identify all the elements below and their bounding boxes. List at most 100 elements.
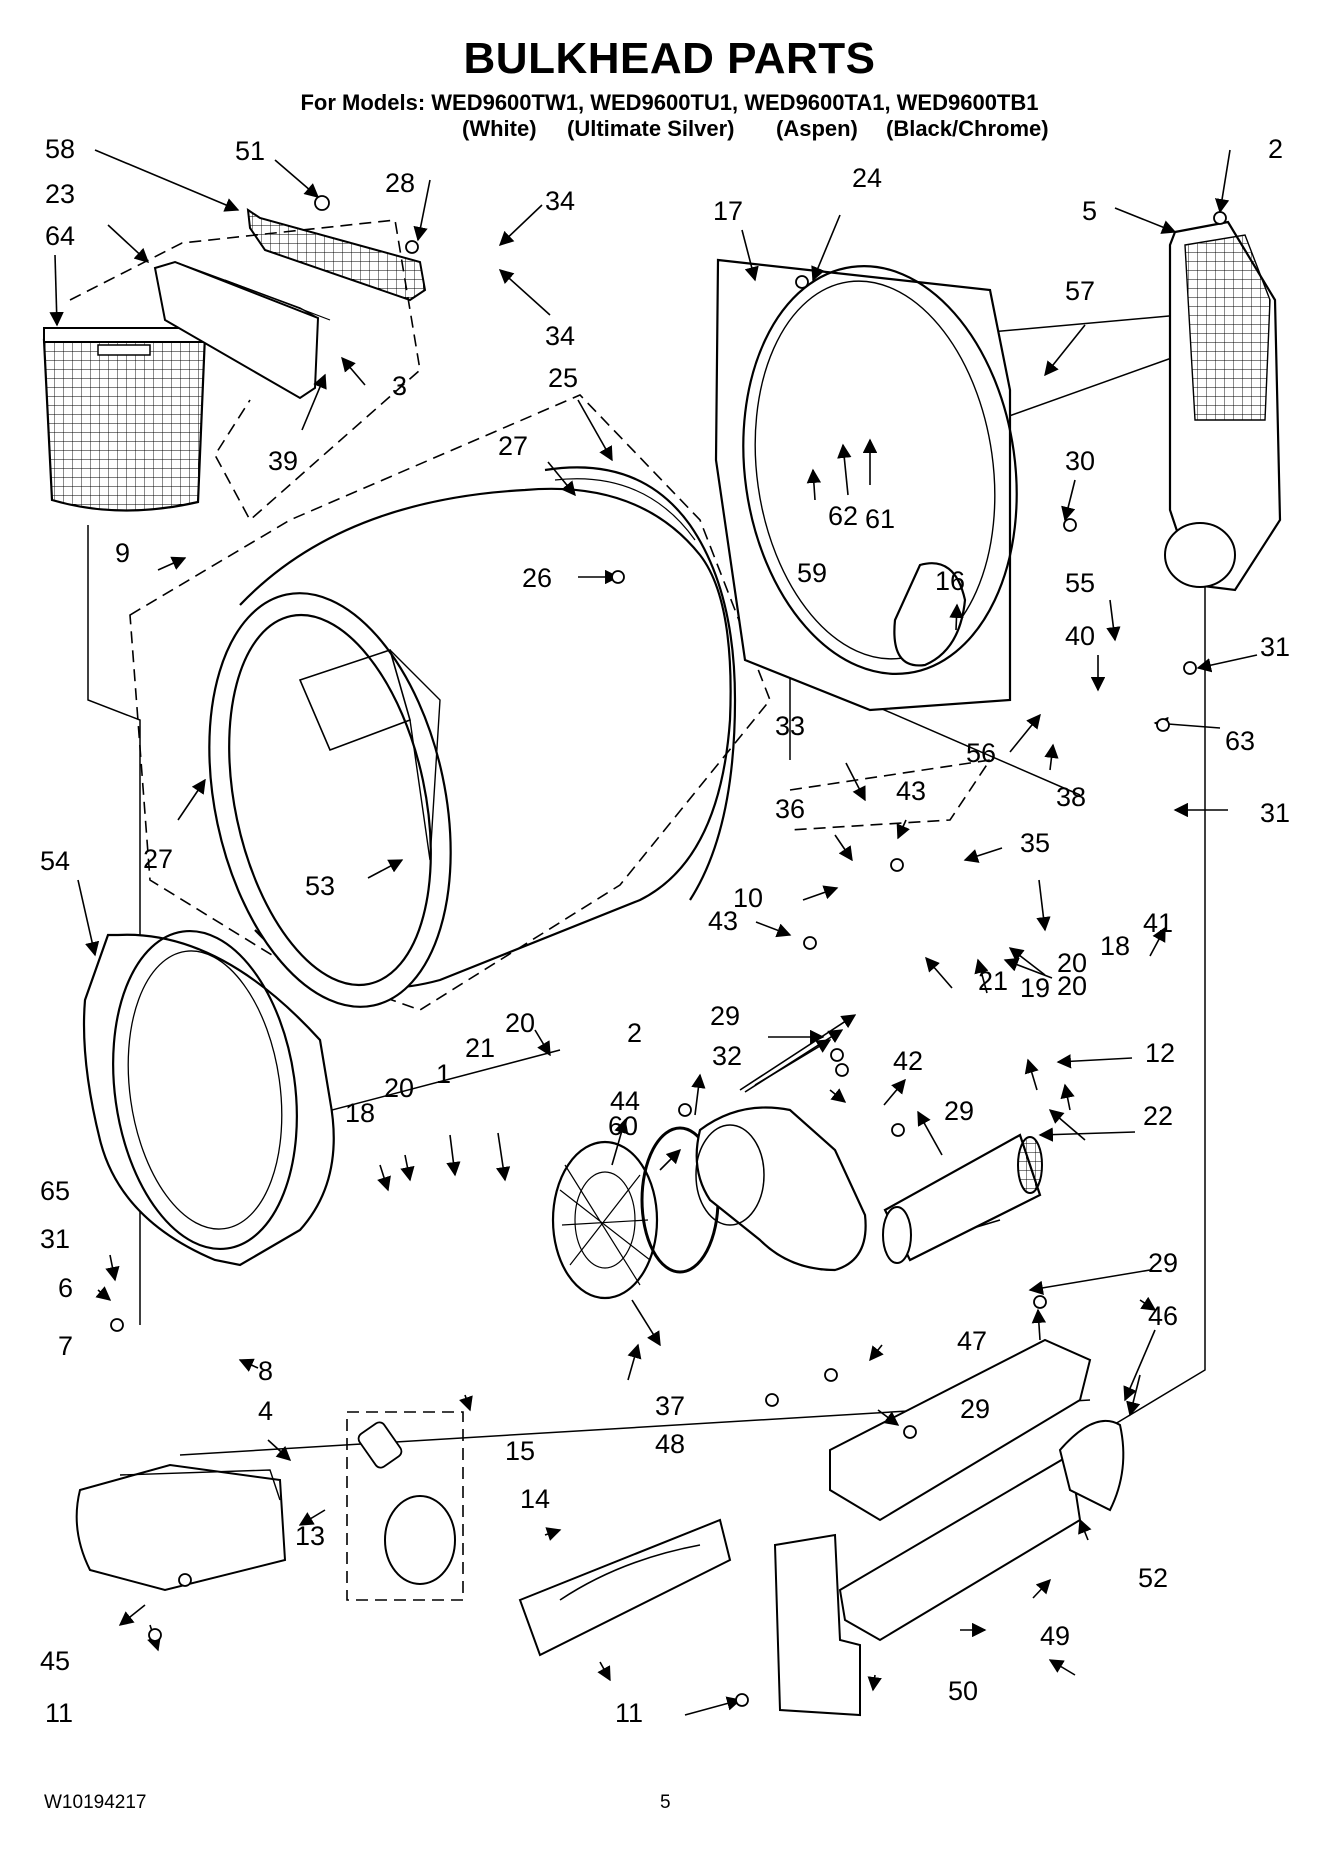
callout-label: 62 xyxy=(828,501,858,531)
vertical-guide-line xyxy=(87,525,141,1325)
heater-element-part xyxy=(518,1518,732,1657)
callout-label: 29 xyxy=(1148,1248,1178,1278)
screw-part xyxy=(1213,211,1227,225)
front-air-duct-part xyxy=(75,1463,287,1592)
callout-label: 3 xyxy=(392,371,407,401)
callout-label: 7 xyxy=(58,1331,73,1361)
finish-label: (Aspen) xyxy=(776,116,858,141)
screw-part xyxy=(890,858,904,872)
callout-label: 38 xyxy=(1056,782,1086,812)
callout-label: 28 xyxy=(385,168,415,198)
callout-label: 25 xyxy=(548,363,578,393)
rear-bulkhead-part xyxy=(714,258,1018,712)
callout-label: 8 xyxy=(258,1356,273,1386)
callout-label: 53 xyxy=(305,871,335,901)
callout-label: 27 xyxy=(143,844,173,874)
callout-label: 17 xyxy=(713,196,743,226)
callout-label: 54 xyxy=(40,846,70,876)
drum-group-boundary xyxy=(129,394,771,1011)
callout-label: 20 xyxy=(1057,948,1087,978)
callout-label: 65 xyxy=(40,1176,70,1206)
lint-screen-group-boundary xyxy=(69,219,421,522)
callout-label: 49 xyxy=(1040,1621,1070,1651)
diagonal-guide-line xyxy=(849,694,1081,796)
screw-part xyxy=(830,1048,844,1062)
callout-label: 46 xyxy=(1148,1301,1178,1331)
callout-label: 9 xyxy=(115,538,130,568)
callout-label: 2 xyxy=(627,1018,642,1048)
screw-part xyxy=(1156,718,1170,732)
callout-label: 51 xyxy=(235,136,265,166)
callout-label: 32 xyxy=(712,1041,742,1071)
callout-label: 41 xyxy=(1143,908,1173,938)
callout-label: 29 xyxy=(960,1394,990,1424)
screw-part xyxy=(178,1573,192,1587)
screw-markers xyxy=(110,195,1227,1707)
exhaust-duct-cover-part xyxy=(1164,220,1282,592)
assembly-boundaries xyxy=(69,219,992,1601)
callout-label: 43 xyxy=(896,776,926,806)
hardware-kit-boundary xyxy=(346,1411,464,1601)
callout-label: 61 xyxy=(865,504,895,534)
callout-label: 50 xyxy=(948,1676,978,1706)
screw-part xyxy=(1033,1295,1047,1309)
callout-label: 6 xyxy=(58,1273,73,1303)
callout-label: 2 xyxy=(1268,134,1283,164)
callout-label: 12 xyxy=(1145,1038,1175,1068)
screw-part xyxy=(110,1318,124,1332)
callout-label: 1 xyxy=(436,1059,451,1089)
finish-label: (Black/Chrome) xyxy=(886,116,1049,141)
callout-label: 35 xyxy=(1020,828,1050,858)
drum-part xyxy=(208,466,737,1008)
screw-part xyxy=(795,275,809,289)
callout-label: 27 xyxy=(498,431,528,461)
exhaust-tube-part xyxy=(882,1133,1043,1264)
callout-label: 20 xyxy=(505,1008,535,1038)
screw-part xyxy=(824,1368,838,1382)
callout-label: 31 xyxy=(1260,798,1290,828)
callout-label: 21 xyxy=(978,966,1008,996)
callout-label: 40 xyxy=(1065,621,1095,651)
finish-label: (White) xyxy=(462,116,537,141)
callout-label: 47 xyxy=(957,1326,987,1356)
callout-label: 33 xyxy=(775,711,805,741)
callout-label: 52 xyxy=(1138,1563,1168,1593)
blower-housing-part xyxy=(695,1106,867,1272)
callout-label: 15 xyxy=(505,1436,535,1466)
callout-label: 5 xyxy=(1082,196,1097,226)
lint-housing-grill-part xyxy=(246,207,427,302)
callout-label: 21 xyxy=(465,1033,495,1063)
callout-label: 56 xyxy=(966,738,996,768)
callout-label: 13 xyxy=(295,1521,325,1551)
callout-label: 59 xyxy=(797,558,827,588)
page-title: BULKHEAD PARTS xyxy=(463,34,876,83)
callout-label: 63 xyxy=(1225,726,1255,756)
screw-part xyxy=(803,936,817,950)
front-bulkhead-part xyxy=(82,929,335,1267)
callout-label: 11 xyxy=(45,1698,73,1728)
page-number: 5 xyxy=(660,1792,671,1813)
callout-label: 43 xyxy=(708,906,738,936)
callout-label: 23 xyxy=(45,179,75,209)
callout-label: 10 xyxy=(733,883,763,913)
callout-label: 19 xyxy=(1020,973,1050,1003)
callout-label: 20 xyxy=(384,1073,414,1103)
callout-label: 11 xyxy=(615,1698,643,1728)
blower-wheel-part xyxy=(551,1140,659,1300)
callout-label: 4 xyxy=(258,1396,273,1426)
screw-part xyxy=(835,1063,849,1077)
callout-label: 20 xyxy=(1057,971,1087,1001)
callout-labels: 58 51 28 34 23 64 34 3 39 25 27 26 27 53… xyxy=(40,134,1290,1728)
heater-duct-part xyxy=(829,1338,1092,1642)
callout-label: 24 xyxy=(852,163,882,193)
screw-part xyxy=(1063,518,1077,532)
callout-label: 45 xyxy=(40,1646,70,1676)
screw-part xyxy=(1183,661,1197,675)
screw-part xyxy=(405,240,419,254)
mounting-bracket-part xyxy=(773,1533,861,1717)
callout-label: 42 xyxy=(893,1046,923,1076)
igniter-group-boundary xyxy=(789,758,992,831)
callout-label: 58 xyxy=(45,134,75,164)
